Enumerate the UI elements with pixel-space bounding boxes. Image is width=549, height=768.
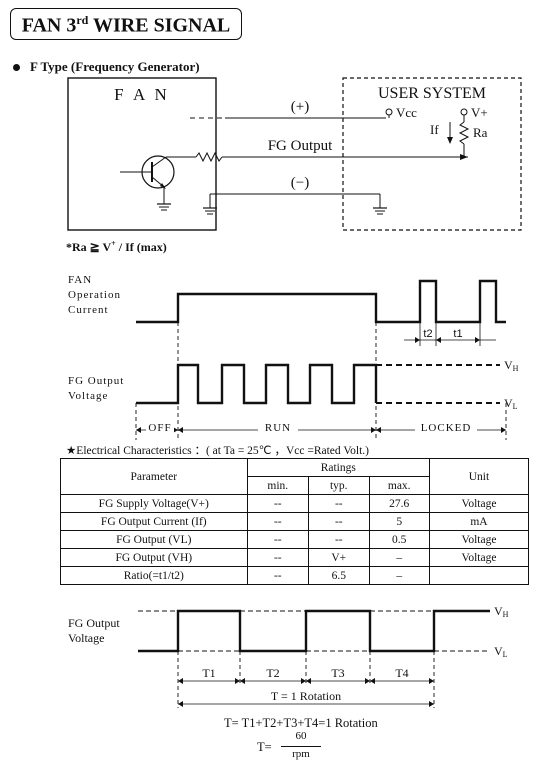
vplus-label: V+ <box>471 105 488 120</box>
t2-label: t2 <box>423 328 432 340</box>
if-arrow-icon <box>447 137 453 144</box>
page-title: FAN 3rd WIRE SIGNAL <box>11 13 241 38</box>
t2-period-label: T2 <box>266 666 279 680</box>
title-box: FAN 3rd WIRE SIGNAL <box>10 8 242 40</box>
vcc-label: Vcc <box>396 105 417 120</box>
electrical-table: Parameter Ratings Unit min. typ. max. FG… <box>60 458 530 585</box>
t1-label: t1 <box>453 328 462 340</box>
rotation-fg-label-2: Voltage <box>68 631 104 645</box>
fg-arrow-icon <box>460 154 468 160</box>
title-main: FAN 3 <box>21 14 77 37</box>
header-parameter: Parameter <box>60 458 248 495</box>
fg-output-label: FG Output <box>268 138 333 154</box>
bullet-icon <box>13 63 20 71</box>
if-label: If <box>430 122 439 137</box>
fg-output-voltage-label-2: Voltage <box>68 390 108 402</box>
run-label: RUN <box>265 422 291 434</box>
plus-label: (+) <box>291 99 309 115</box>
rpm-formula: T= 60 rpm <box>257 730 327 764</box>
fg-output-waveform <box>136 363 378 405</box>
vh-label: VH <box>504 358 519 373</box>
section-heading: F Type (Frequency Generator) <box>13 59 200 75</box>
minus-label: (−) <box>291 175 309 191</box>
rotation-waveform <box>138 609 490 653</box>
header-max: max. <box>368 476 430 495</box>
ra-label: Ra <box>473 125 488 140</box>
t3-period-label: T3 <box>331 666 344 680</box>
header-min: min. <box>246 476 310 495</box>
table-row: FG Output (VH)--V+–Voltage <box>60 548 530 567</box>
rotation-vl-label: VL <box>494 644 508 659</box>
title-sup: rd <box>76 13 89 27</box>
vl-label: VL <box>504 396 518 411</box>
user-system-box <box>342 77 522 231</box>
title-rest: WIRE SIGNAL <box>88 14 231 37</box>
fan-current-waveform <box>136 279 506 324</box>
fg-output-voltage-label-1: FG Output <box>68 375 124 387</box>
electrical-heading: ★Electrical Characteristics ：( at Ta = 2… <box>66 445 369 457</box>
fg-resistor-icon <box>195 151 223 163</box>
t1-period-label: T1 <box>202 666 215 680</box>
rotation-diagram: FG Output Voltage VH VL T1 T2 T3 T4 T = … <box>68 604 509 708</box>
fan-current-label-1: FAN <box>68 274 92 286</box>
rotation-fg-label-1: FG Output <box>68 616 120 630</box>
section-label: F Type (Frequency Generator) <box>30 59 200 74</box>
ra-resistor-icon <box>458 121 470 145</box>
fan-label: F A N <box>114 85 170 104</box>
rotation-vh-label: VH <box>494 604 509 619</box>
one-rotation-label: T = 1 Rotation <box>271 689 341 703</box>
ra-note: *Ra ≧ V+ / If (max) <box>66 239 167 254</box>
fan-current-label-3: Current <box>68 304 109 316</box>
fan-current-label-2: Operation <box>68 289 121 301</box>
user-system-label: USER SYSTEM <box>378 85 486 102</box>
table-row: Ratio(=t1/t2)--6.5– <box>60 566 530 585</box>
off-label: OFF <box>148 422 171 434</box>
header-typ: typ. <box>308 476 370 495</box>
header-unit: Unit <box>428 458 530 495</box>
header-ratings: Ratings <box>246 458 430 477</box>
circuit-diagram: F A N USER SYSTEM (+) Vcc V+ Ra If FG Ou… <box>67 77 522 231</box>
locked-label: LOCKED <box>421 422 472 434</box>
rotation-formula: T= T1+T2+T3+T4=1 Rotation <box>224 716 378 730</box>
t4-period-label: T4 <box>395 666 408 680</box>
timing-diagram: FAN Operation Current t2 t1 FG Output Vo… <box>68 274 519 440</box>
